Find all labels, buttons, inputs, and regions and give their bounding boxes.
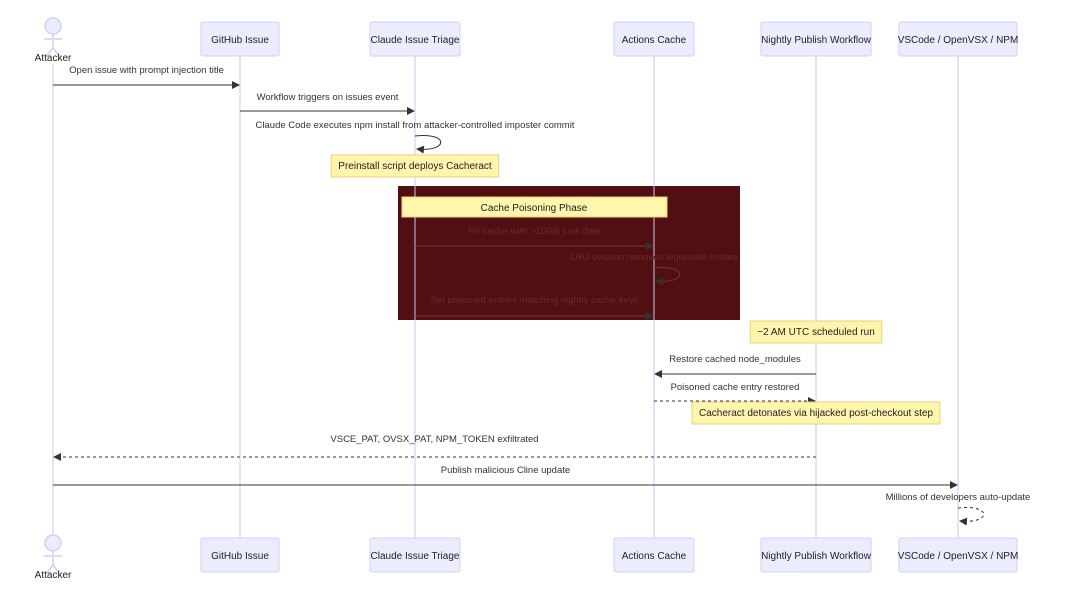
note: Preinstall script deploys Cacheract [330,154,500,178]
actor-github-top: GitHub Issue [200,21,280,57]
person-icon [44,17,62,58]
actor-label: Attacker [35,53,72,64]
actor-triage-top: Claude Issue Triage [369,21,461,57]
message-label: Open issue with prompt injection title [69,65,224,76]
actor-nightly-top: Nightly Publish Workflow [760,21,872,57]
message-0: Open issue with prompt injection title [53,65,240,89]
message-label: Set poisoned entries matching nightly ca… [430,295,638,306]
message-12: Publish malicious Cline update [53,465,958,489]
message-5: LRU eviction removes legitimate entries [570,252,738,286]
message-label: VSCE_PAT, OVSX_PAT, NPM_TOKEN exfiltrate… [330,434,538,445]
message-11: VSCE_PAT, OVSX_PAT, NPM_TOKEN exfiltrate… [53,434,816,461]
actor-label: Claude Issue Triage [371,35,460,46]
message-13: Millions of developers auto-update [886,492,1031,526]
actor-attacker-top: Attacker [35,17,72,64]
message-4: Fill cache with >10GB junk data [415,226,654,250]
message-label: Workflow triggers on issues event [257,92,399,103]
message-label: Fill cache with >10GB junk data [468,226,602,237]
person-icon [44,534,62,575]
actor-label: Claude Issue Triage [371,551,460,562]
message-label: LRU eviction removes legitimate entries [570,252,738,263]
actor-cache-top: Actions Cache [613,21,695,57]
actor-triage-bottom: Claude Issue Triage [369,537,461,573]
message-label: Poisoned cache entry restored [671,382,800,393]
message-8: Restore cached node_modules [654,354,816,378]
region-label: Cache Poisoning Phase [401,196,668,218]
actor-label: GitHub Issue [211,35,269,46]
note: Cacheract detonates via hijacked post-ch… [691,401,941,425]
actor-registry-bottom: VSCode / OpenVSX / NPM [898,537,1019,573]
actor-label: VSCode / OpenVSX / NPM [898,551,1019,562]
message-label: Millions of developers auto-update [886,492,1031,503]
actor-github-bottom: GitHub Issue [200,537,280,573]
note-text: ~2 AM UTC scheduled run [757,327,875,338]
actor-label: Nightly Publish Workflow [761,551,872,562]
actor-cache-bottom: Actions Cache [613,537,695,573]
message-label: Restore cached node_modules [669,354,801,365]
message-label: Publish malicious Cline update [441,465,570,476]
self-arrow [414,134,442,154]
actor-label: VSCode / OpenVSX / NPM [898,35,1019,46]
region-label-text: Cache Poisoning Phase [481,203,588,214]
actor-label: Actions Cache [622,35,687,46]
actor-registry-top: VSCode / OpenVSX / NPM [898,21,1019,57]
message-label: Claude Code executes npm install from at… [256,120,575,131]
self-arrow [653,266,681,286]
actor-nightly-bottom: Nightly Publish Workflow [760,537,872,573]
note: ~2 AM UTC scheduled run [749,320,883,344]
note-text: Cacheract detonates via hijacked post-ch… [699,408,933,419]
actor-label: Nightly Publish Workflow [761,35,872,46]
actor-label: GitHub Issue [211,551,269,562]
self-arrow [957,506,985,526]
message-9: Poisoned cache entry restored [654,382,816,405]
actor-attacker-bottom: Attacker [35,534,72,581]
actor-label: Actions Cache [622,551,687,562]
message-2: Claude Code executes npm install from at… [256,120,575,154]
message-1: Workflow triggers on issues event [240,92,415,115]
note-text: Preinstall script deploys Cacheract [338,161,492,172]
message-6: Set poisoned entries matching nightly ca… [415,295,654,320]
actor-label: Attacker [35,570,72,581]
